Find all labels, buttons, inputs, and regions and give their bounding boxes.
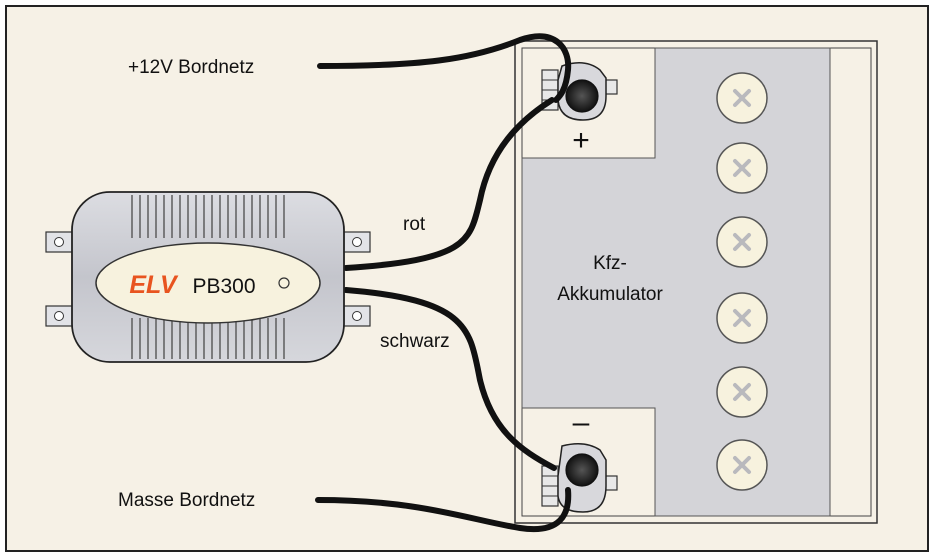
x-icon [733,383,751,401]
cell-cap-2 [716,142,768,194]
cable-rot [343,97,555,271]
cable-masse [315,487,572,533]
mounting-tab-tl [45,231,75,253]
battery-label-line2: Akkumulator [557,284,663,305]
x-icon [733,233,751,251]
x-icon [733,89,751,107]
cooling-fins [131,195,285,359]
cell-cap-3 [716,216,768,268]
cable-schwarz [343,287,557,471]
device-label-plate [95,242,321,324]
x-icon [733,309,751,327]
cell-cap-4 [716,292,768,344]
mounting-tab-tr [341,231,371,253]
battery-label-line1: Kfz- [593,253,627,274]
device-model: PB300 [192,275,255,298]
x-icon [733,456,751,474]
minus-sign: – [573,406,590,439]
device-led [278,277,290,289]
cell-cap-5 [716,366,768,418]
label-plus-12v-bordnetz: +12V Bordnetz [128,57,254,78]
mounting-tab-br [341,305,371,327]
cable-bordnetz-plus [317,33,572,103]
x-icon [733,159,751,177]
label-rot: rot [403,214,426,235]
mounting-tab-bl [45,305,75,327]
plus-sign: + [572,124,590,157]
cell-cap-1 [716,72,768,124]
cables [315,33,572,533]
battery: Kfz- Akkumulator + – [514,40,878,524]
cell-cap-6 [716,439,768,491]
label-schwarz: schwarz [380,331,450,352]
pb300-device: ELV PB300 [45,191,371,363]
label-masse-bordnetz: Masse Bordnetz [118,490,255,511]
device-brand-logo: ELV [129,271,179,299]
